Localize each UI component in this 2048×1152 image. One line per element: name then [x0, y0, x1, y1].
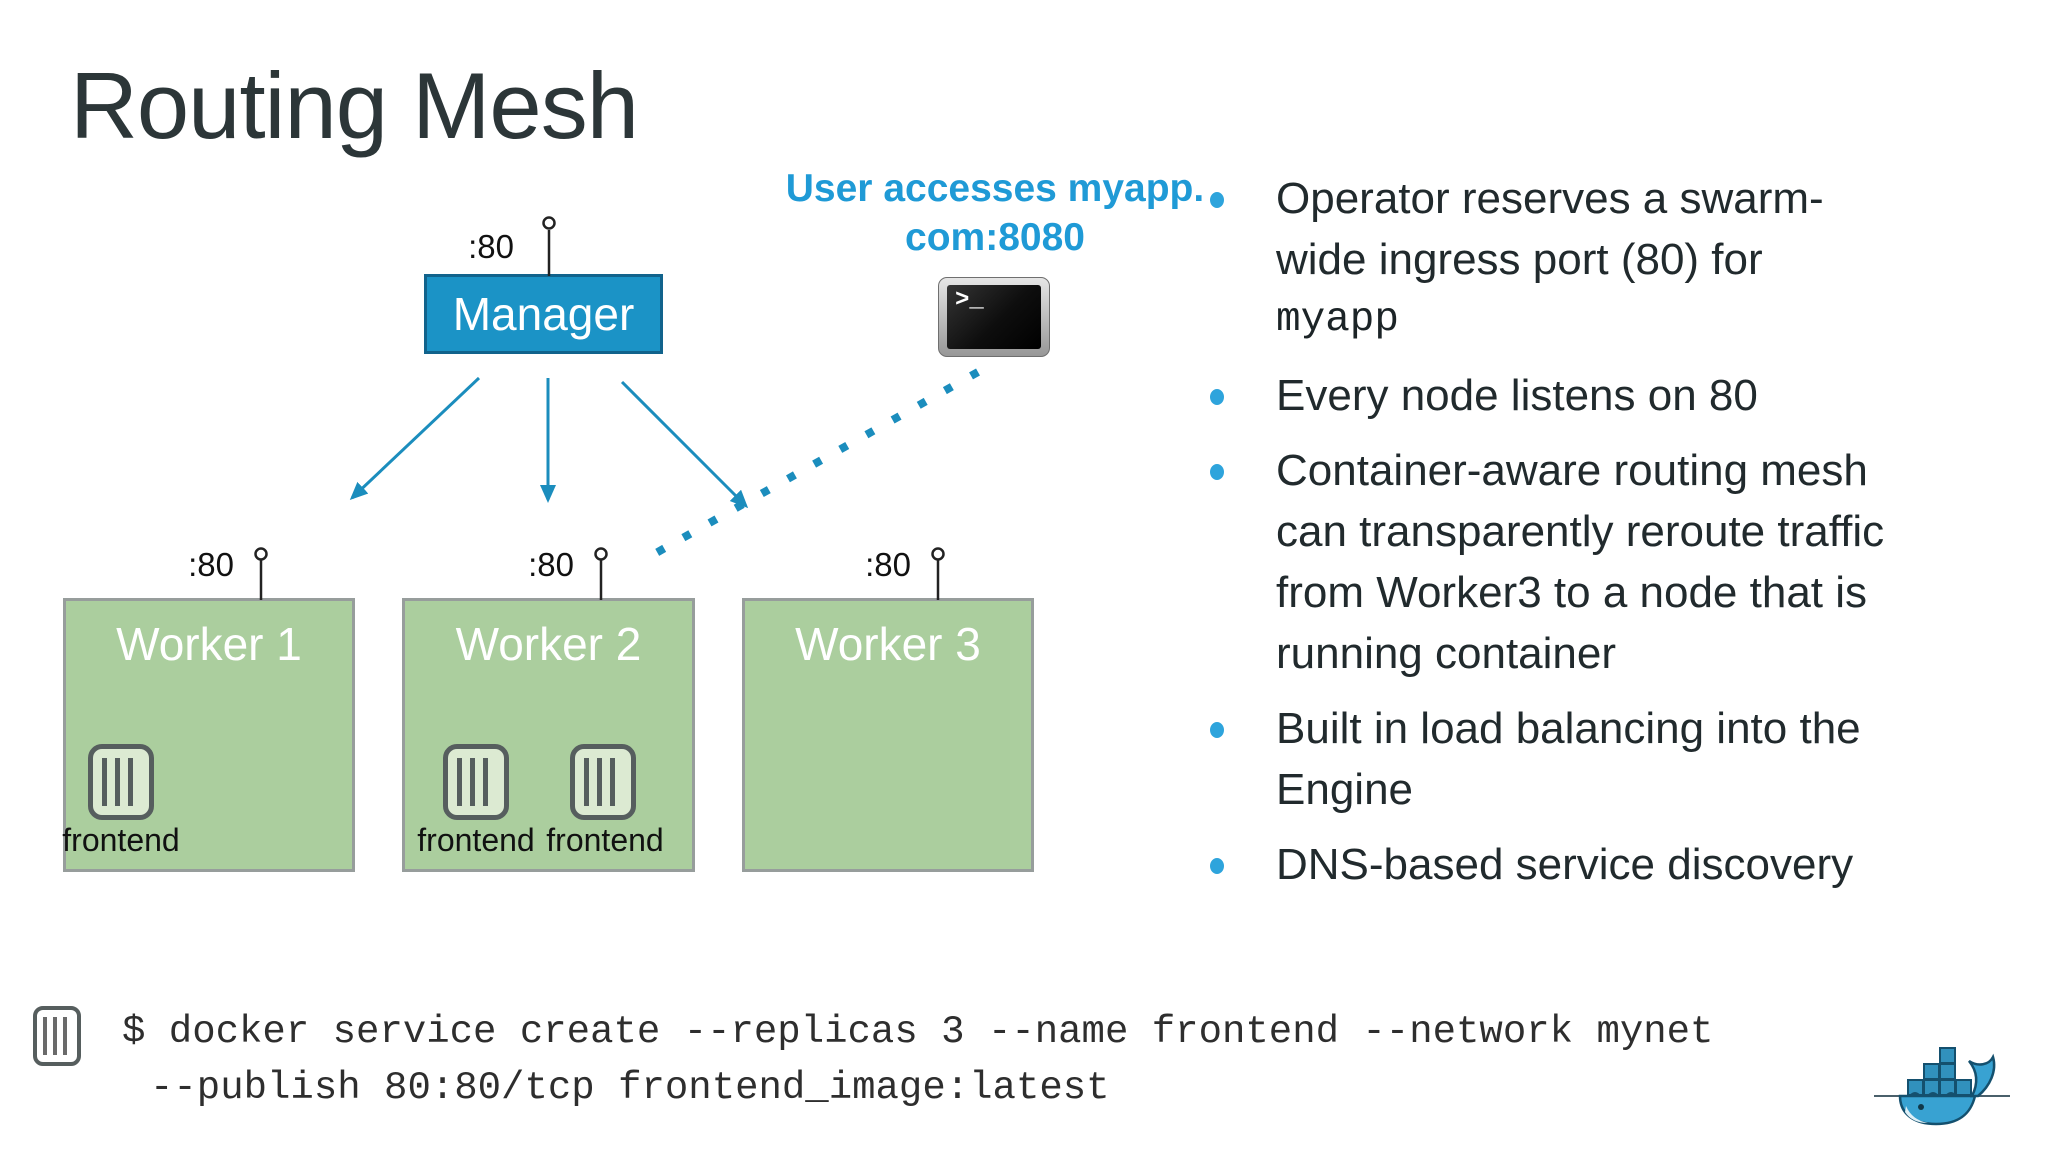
command-line-1: $ docker service create --replicas 3 --n… [122, 1010, 1714, 1054]
user-access-caption: User accesses myapp. com:8080 [770, 164, 1220, 262]
worker-label: Worker 1 [116, 618, 302, 670]
bullet-text: Built in load balancing into the Engine [1276, 704, 1861, 814]
bullet-text: Operator reserves a swarm- wide ingress … [1276, 174, 1824, 284]
caption-line-2: com:8080 [905, 216, 1085, 259]
list-item: DNS-based service discovery [1204, 834, 1994, 895]
port-pin-icon [254, 547, 268, 600]
port-pin-icon [542, 216, 556, 276]
worker-node-2: Worker 2 [402, 598, 695, 872]
bullet-dot-icon [1210, 389, 1224, 405]
command-line-2: --publish 80:80/tcp frontend_image:lates… [150, 1066, 1110, 1110]
container-bars [102, 758, 140, 806]
worker-node-1: Worker 1 [63, 598, 355, 872]
port-pin-icon [594, 547, 608, 600]
container-icon [570, 744, 636, 820]
worker-node-3: Worker 3 [742, 598, 1034, 872]
docker-whale-icon [1874, 1047, 2010, 1126]
page-title: Routing Mesh [70, 53, 639, 158]
dotted-route-line [638, 368, 980, 566]
container-icon [33, 1006, 81, 1066]
bullet-dot-icon [1210, 722, 1224, 738]
arrow-manager-worker3 [620, 380, 749, 509]
caption-line-1: User accesses myapp. [785, 167, 1205, 210]
bullet-text: Every node listens on 80 [1276, 371, 1758, 420]
container-label: frontend [546, 822, 664, 858]
arrow-manager-worker1 [349, 376, 481, 501]
terminal-prompt: >_ [947, 285, 1041, 349]
container-bars [43, 1017, 72, 1055]
list-item: Operator reserves a swarm- wide ingress … [1204, 168, 1994, 351]
bullet-dot-icon [1210, 464, 1224, 480]
bullet-text: Container-aware routing mesh can transpa… [1276, 446, 1885, 678]
list-item: Container-aware routing mesh can transpa… [1204, 440, 1994, 684]
bullet-list: Operator reserves a swarm- wide ingress … [1204, 168, 1994, 909]
worker2-port-label: :80 [528, 546, 574, 583]
bullet-dot-icon [1210, 192, 1224, 208]
manager-label: Manager [452, 288, 635, 340]
bullet-code: myapp [1276, 297, 1400, 343]
container-label: frontend [62, 822, 180, 858]
manager-port-label: :80 [468, 228, 514, 265]
container-bars [584, 758, 622, 806]
bullet-dot-icon [1210, 858, 1224, 874]
container-label: frontend [417, 822, 535, 858]
list-item: Built in load balancing into the Engine [1204, 698, 1994, 820]
port-pin-icon [931, 547, 945, 600]
bullet-text: DNS-based service discovery [1276, 840, 1854, 889]
container-icon [443, 744, 509, 820]
container-bars [457, 758, 495, 806]
worker1-port-label: :80 [188, 546, 234, 583]
worker3-port-label: :80 [865, 546, 911, 583]
container-icon [88, 744, 154, 820]
list-item: Every node listens on 80 [1204, 365, 1994, 426]
manager-node: Manager [424, 274, 663, 354]
worker-label: Worker 3 [795, 618, 981, 670]
terminal-icon: >_ [938, 277, 1050, 357]
worker-label: Worker 2 [455, 618, 642, 670]
